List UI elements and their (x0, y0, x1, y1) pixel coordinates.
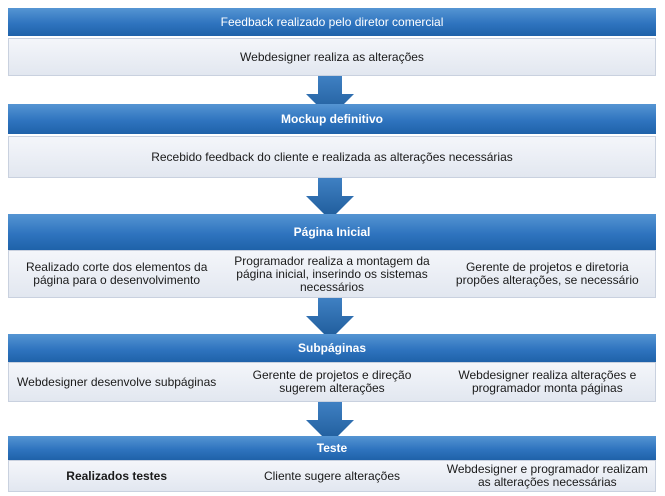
stage-5-item-3: Webdesigner e programador realizam as al… (446, 462, 648, 489)
down-arrow-icon (306, 298, 354, 340)
stage-2-item-1: Recebido feedback do cliente e realizada… (151, 149, 513, 164)
stage-5-header: Teste (8, 436, 656, 460)
stage-2-panel: Recebido feedback do cliente e realizada… (8, 136, 656, 178)
stage-3-title: Página Inicial (293, 225, 371, 239)
stage-4-item-1: Webdesigner desenvolve subpáginas (17, 374, 217, 389)
stage-3-item-1: Realizado corte dos elementos da página … (25, 260, 208, 287)
stage-5-item-2: Cliente sugere alterações (263, 468, 401, 483)
stage-4-item-3: Webdesigner realiza alterações e program… (458, 368, 637, 395)
down-arrow-icon (306, 402, 354, 444)
stage-1-title: Feedback realizado pelo diretor comercia… (220, 15, 444, 29)
stage-4-panel: Webdesigner desenvolve subpáginas Gerent… (8, 362, 656, 402)
stage-5-panel: Realizados testes Cliente sugere alteraç… (8, 460, 656, 492)
stage-5-item-1: Realizados testes (66, 468, 168, 483)
stage-2-title: Mockup definitivo (281, 112, 383, 126)
stage-3-header: Página Inicial (8, 214, 656, 250)
stage-3-item-2: Programador realiza a montagem da página… (234, 253, 430, 294)
stage-1-header: Feedback realizado pelo diretor comercia… (8, 8, 656, 36)
stage-2-header: Mockup definitivo (8, 104, 656, 134)
down-arrow-icon (306, 76, 354, 118)
down-arrow-icon (306, 178, 354, 220)
stage-3-panel: Realizado corte dos elementos da página … (8, 250, 656, 298)
stage-4-title: Subpáginas (297, 341, 366, 355)
stage-1-panel: Webdesigner realiza as alterações (8, 38, 656, 76)
stage-5-title: Teste (316, 441, 348, 455)
stage-1-item-1: Webdesigner realiza as alterações (240, 49, 424, 64)
stage-4-item-2: Gerente de projetos e direção sugerem al… (252, 368, 412, 395)
stage-3-item-3: Gerente de projetos e diretoria propões … (455, 260, 639, 287)
stage-4-header: Subpáginas (8, 334, 656, 362)
